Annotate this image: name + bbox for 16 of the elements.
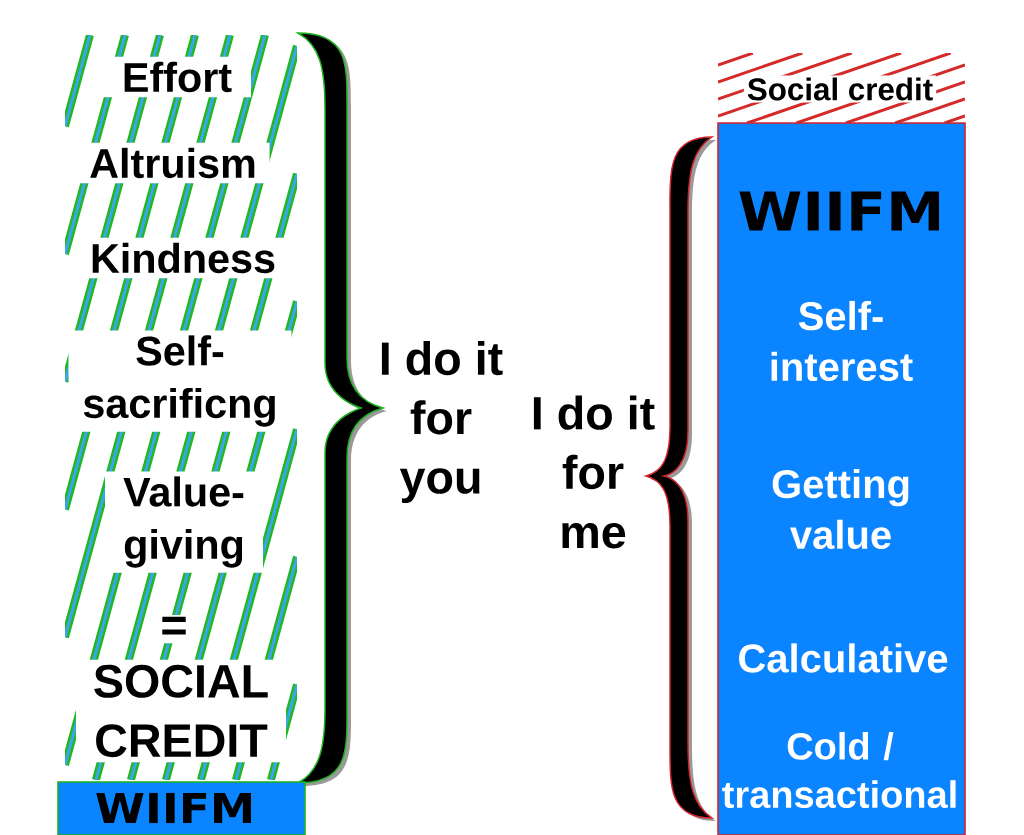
label: Calculative xyxy=(739,643,948,673)
label: Getting value xyxy=(772,468,909,550)
phrase-label: I do it for me xyxy=(533,395,655,549)
label: Cold / transactional xyxy=(722,731,956,809)
label: Value- giving xyxy=(105,471,263,573)
heading: WIIFM xyxy=(739,191,939,231)
label: SOCIAL CREDIT xyxy=(76,659,286,763)
label: Altruism xyxy=(76,142,270,184)
label: Self- sacrificng xyxy=(68,330,292,432)
label: Kindness xyxy=(76,237,290,279)
phrase-label: I do it for you xyxy=(381,340,503,504)
label: Effort xyxy=(103,56,251,98)
label: = xyxy=(157,614,191,644)
label: Social credit xyxy=(743,75,937,103)
heading: WIIFM xyxy=(96,792,251,824)
label: Self- interest xyxy=(771,300,913,382)
